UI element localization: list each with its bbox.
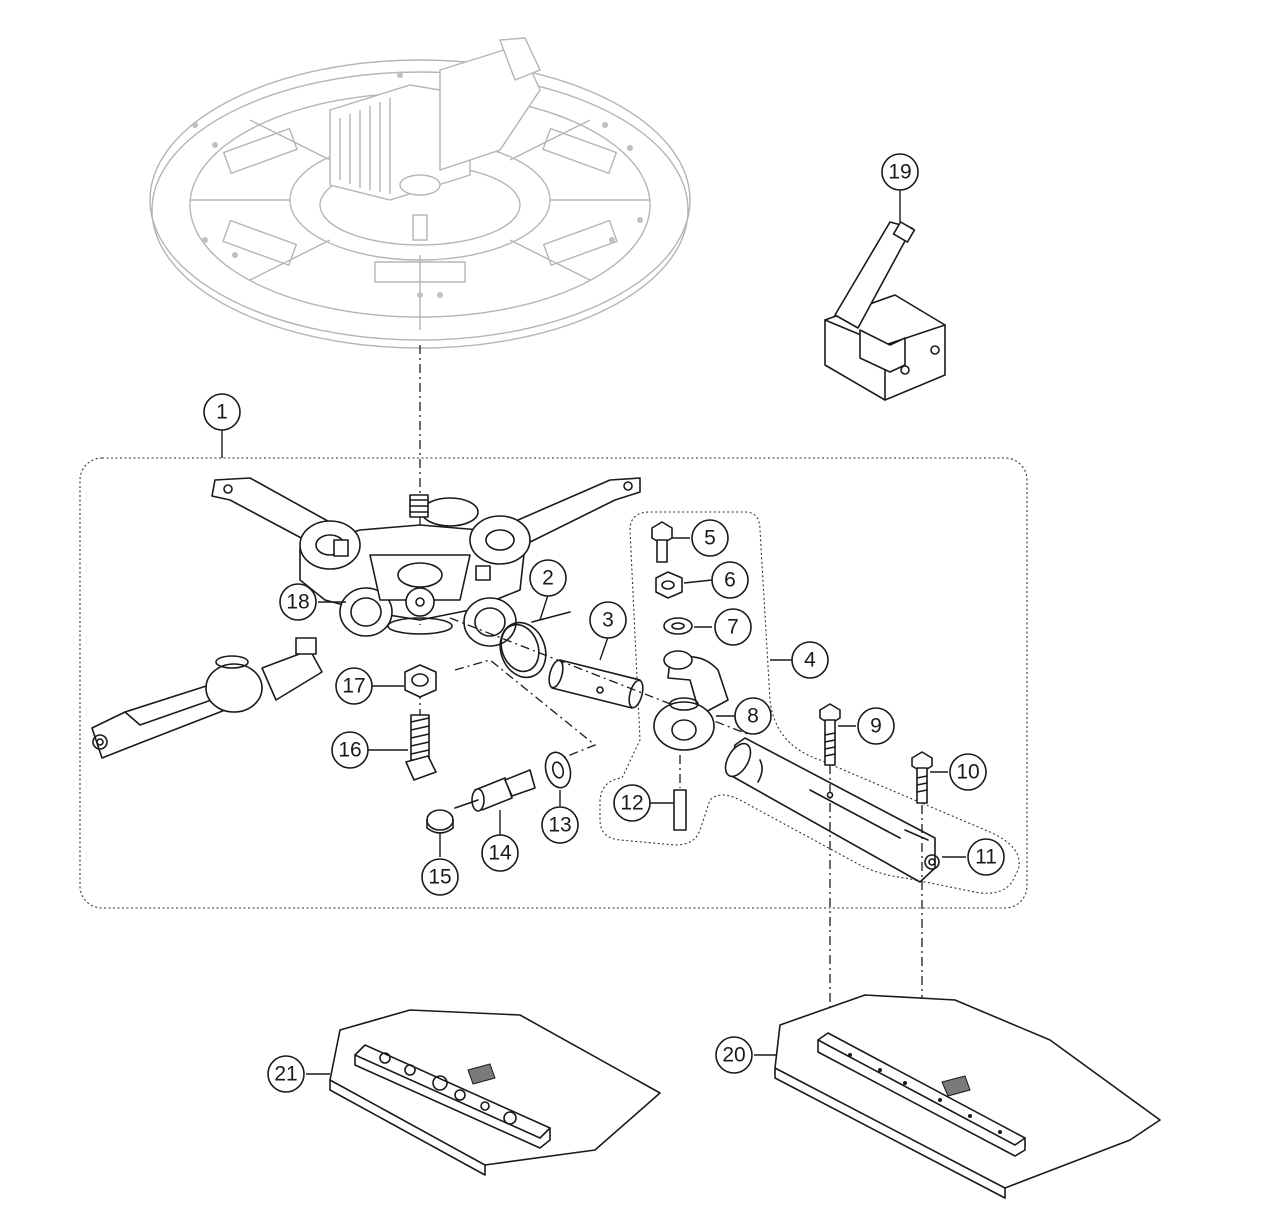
callout-21: 21: [267, 1055, 305, 1093]
part-5-bolt: [651, 521, 673, 563]
callout-16: 16: [331, 731, 369, 769]
part-15-cap: [426, 809, 454, 834]
callout-13: 13: [541, 806, 579, 844]
part-21-float-pan: [329, 1009, 661, 1176]
ghost-power-float-assembly: [149, 37, 691, 349]
callout-10: 10: [949, 753, 987, 791]
part-19-tool: [824, 221, 946, 401]
callout-1: 1: [203, 393, 241, 431]
callout-14-label: 14: [488, 842, 512, 865]
callout-4: 4: [791, 641, 829, 679]
callout-12-label: 12: [620, 792, 643, 815]
callout-6-label: 6: [724, 569, 736, 592]
part-20-float-pan: [774, 994, 1161, 1199]
callout-3: 3: [589, 601, 627, 639]
part-17-nut: [404, 664, 437, 698]
callout-9-label: 9: [870, 715, 882, 738]
callout-3-label: 3: [602, 609, 614, 632]
part-14-grease-fitting: [454, 769, 536, 812]
callout-16-label: 16: [338, 739, 361, 762]
callout-2-label: 2: [542, 567, 554, 590]
callout-13-label: 13: [548, 814, 571, 837]
part-16-set-screw: [405, 714, 437, 781]
callout-5: 5: [691, 519, 729, 557]
part-8-arm-collar: [653, 650, 729, 751]
callout-17: 17: [335, 667, 373, 705]
callout-7: 7: [714, 608, 752, 646]
part-6-nut: [655, 571, 683, 599]
callout-19: 19: [881, 153, 919, 191]
part-10-bolt: [911, 751, 933, 804]
part-9-bolt: [819, 703, 841, 766]
callout-21-label: 21: [274, 1063, 297, 1086]
callout-18: 18: [279, 583, 317, 621]
part-2-spring: [499, 611, 571, 679]
callout-18-label: 18: [286, 591, 309, 614]
part-7-washer: [663, 617, 693, 635]
callout-20-label: 20: [722, 1044, 745, 1067]
callout-15: 15: [421, 858, 459, 896]
callout-4-label: 4: [804, 649, 816, 672]
callout-10-label: 10: [956, 761, 979, 784]
callout-20: 20: [715, 1036, 753, 1074]
part-13-lock-washer: [544, 751, 572, 789]
axis-line-grease: [454, 659, 597, 766]
callout-15-label: 15: [428, 866, 451, 889]
leader-lines: [221, 190, 966, 1075]
arm-assembly-outline: [599, 511, 1020, 894]
callout-5-label: 5: [704, 527, 716, 550]
callout-8-label: 8: [747, 705, 759, 728]
callout-9: 9: [857, 707, 895, 745]
callout-14: 14: [481, 834, 519, 872]
callout-19-label: 19: [888, 161, 911, 184]
spider-assembly-outline: [79, 457, 1028, 909]
callout-6: 6: [711, 561, 749, 599]
callout-7-label: 7: [727, 616, 739, 639]
part-3-sleeve: [548, 659, 644, 709]
callout-12: 12: [613, 784, 651, 822]
callout-8: 8: [734, 697, 772, 735]
callout-17-label: 17: [342, 675, 365, 698]
callout-2: 2: [529, 559, 567, 597]
spider-hub: [91, 477, 641, 759]
callout-11: 11: [967, 838, 1005, 876]
callout-1-label: 1: [216, 401, 228, 424]
part-12-pin: [673, 755, 687, 831]
callout-11-label: 11: [975, 846, 997, 869]
